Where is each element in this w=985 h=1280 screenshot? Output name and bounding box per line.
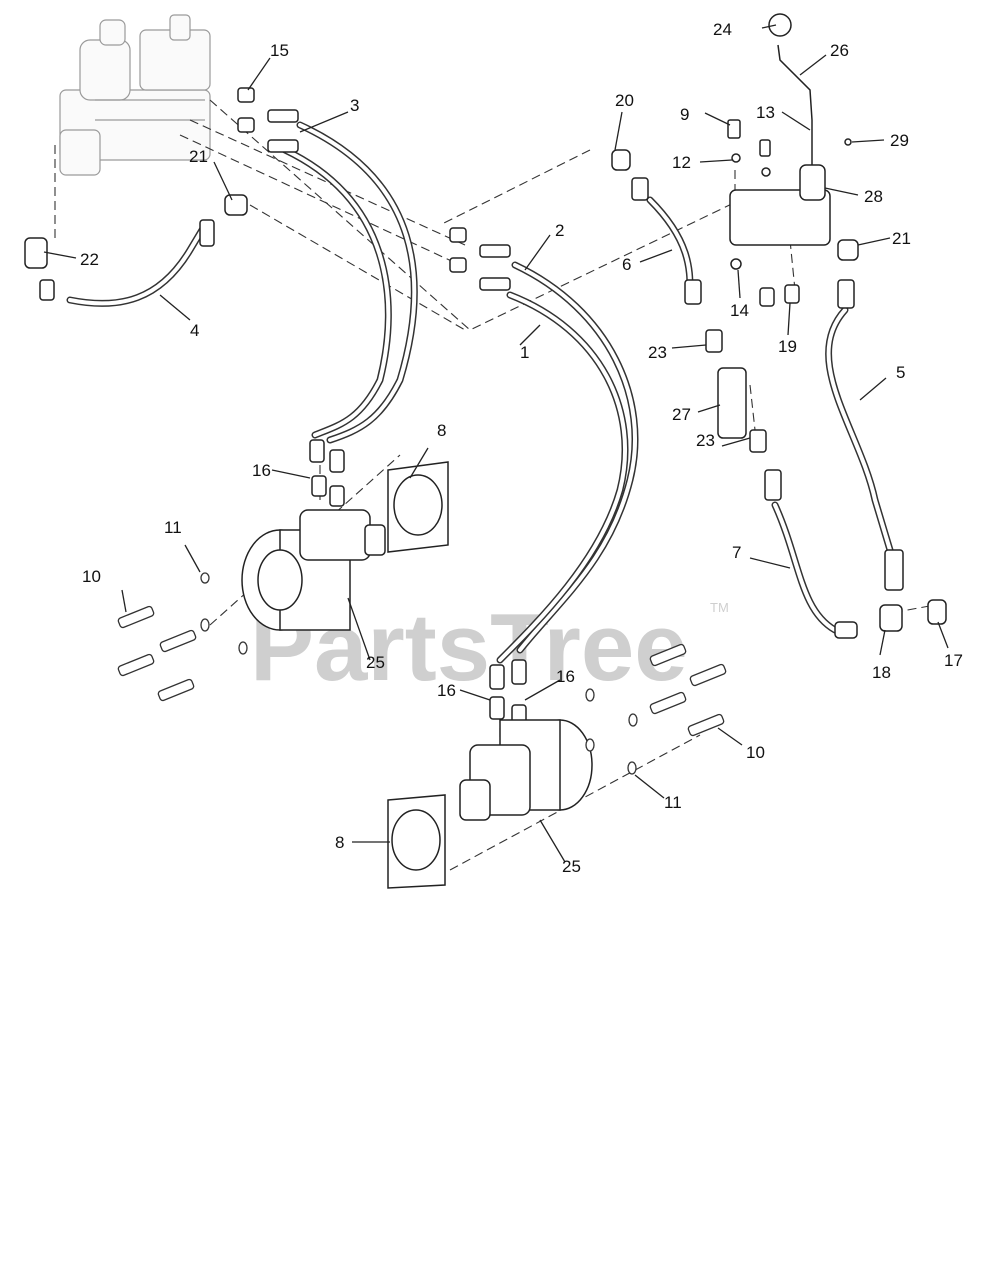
callout-16-center: 16: [437, 681, 456, 700]
hydraulic-motors: [241, 461, 593, 889]
callout-19: 19: [778, 337, 797, 356]
callout-1: 1: [520, 343, 529, 362]
callout-6: 6: [622, 255, 631, 274]
callout-18: 18: [872, 663, 891, 682]
callout-13: 13: [756, 103, 775, 122]
callout-23-top: 23: [648, 343, 667, 362]
callout-5: 5: [896, 363, 905, 382]
callout-7: 7: [732, 543, 741, 562]
callout-8-bottom: 8: [335, 833, 344, 852]
callout-4: 4: [190, 321, 199, 340]
callout-12: 12: [672, 153, 691, 172]
callout-8-top: 8: [437, 421, 446, 440]
callout-15: 15: [270, 41, 289, 60]
callout-16-right: 16: [556, 667, 575, 686]
callout-11-right: 11: [664, 793, 682, 812]
callout-3: 3: [350, 96, 359, 115]
fittings: [24, 87, 947, 728]
callout-2: 2: [555, 221, 564, 240]
callout-11-left: 11: [164, 518, 182, 537]
bolts-and-washers: [117, 572, 727, 775]
callout-28: 28: [864, 187, 883, 206]
callout-24: 24: [713, 20, 732, 39]
callout-27: 27: [672, 405, 691, 424]
callout-labels: 1 2 3 4 5 6 7 8 8 9 10 10 11 11 12 13 14…: [80, 20, 963, 876]
callout-21-right: 21: [892, 229, 911, 248]
callout-22: 22: [80, 250, 99, 269]
callout-25-bottom: 25: [562, 857, 581, 876]
callout-10-right: 10: [746, 743, 765, 762]
callout-21-left: 21: [189, 147, 208, 166]
callout-10-left: 10: [82, 567, 101, 586]
trademark-mark: TM: [710, 600, 729, 615]
callout-14: 14: [730, 301, 749, 320]
callout-16-left: 16: [252, 461, 271, 480]
callout-leaders: [43, 24, 949, 863]
directional-valve-assembly: [727, 13, 852, 246]
callout-29: 29: [890, 131, 909, 150]
callout-26: 26: [830, 41, 849, 60]
callout-20: 20: [615, 91, 634, 110]
control-valve-assembly: [59, 14, 211, 176]
callout-25-top: 25: [366, 653, 385, 672]
callout-23-bottom: 23: [696, 431, 715, 450]
callout-9: 9: [680, 105, 689, 124]
callout-17: 17: [944, 651, 963, 670]
